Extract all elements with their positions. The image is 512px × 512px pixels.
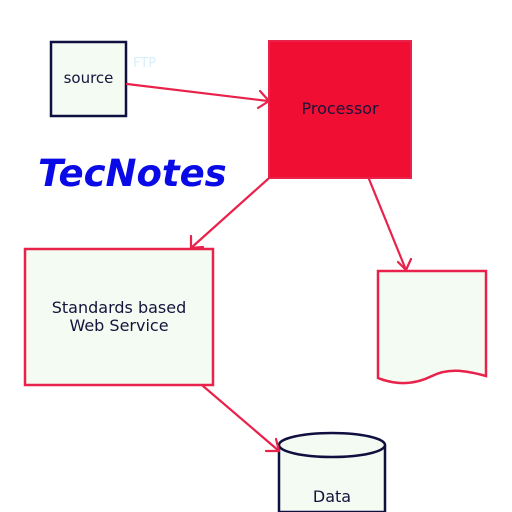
processor-node-label: Processor	[301, 99, 379, 119]
data-store-node-shape	[277, 431, 387, 512]
arrow-processor-to-web-service	[189, 177, 270, 250]
source-node-label: source	[63, 69, 114, 88]
arrow-processor-to-document	[367, 177, 413, 272]
edge-label-ftp: FTP	[133, 56, 157, 71]
processor-node-box	[268, 40, 412, 179]
web-service-node-label: Standards based Web Service	[51, 297, 187, 335]
brand-watermark: TecNotes	[38, 152, 227, 195]
source-node-box	[49, 40, 128, 118]
document-node-label	[378, 271, 486, 371]
arrow-source-to-processor	[125, 82, 271, 110]
arrow-web-service-to-data	[201, 384, 281, 453]
document-node-shape	[376, 269, 488, 385]
web-service-node-box	[23, 247, 215, 387]
data-store-node-label: Data	[312, 486, 352, 506]
